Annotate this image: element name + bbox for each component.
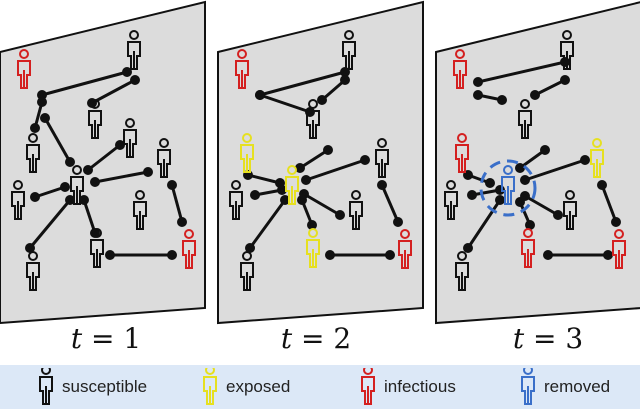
panel-plane xyxy=(435,1,640,325)
time-equals: = xyxy=(532,322,557,355)
network-edges xyxy=(25,67,187,260)
time-label-t3: t = 3 xyxy=(488,322,608,355)
legend-item-susceptible: susceptible xyxy=(38,365,147,409)
legend-label: exposed xyxy=(226,377,291,396)
removed-highlight-ring-icon xyxy=(479,159,537,217)
time-value: 1 xyxy=(123,322,142,355)
time-equals: = xyxy=(90,322,115,355)
legend-item-removed: removed xyxy=(520,365,610,409)
panel-plane xyxy=(217,0,424,325)
person-icon xyxy=(203,368,217,405)
network-edges xyxy=(463,57,621,260)
panel-t3 xyxy=(435,1,640,325)
person-icon xyxy=(39,368,53,405)
time-value: 2 xyxy=(333,322,352,355)
legend-label: infectious xyxy=(384,377,456,396)
person-icon xyxy=(521,368,535,405)
time-variable: t xyxy=(512,322,525,355)
time-variable: t xyxy=(70,322,83,355)
person-icon xyxy=(361,368,375,405)
time-label-t1: t = 1 xyxy=(46,322,166,355)
time-value: 3 xyxy=(565,322,584,355)
sir-network-figure xyxy=(0,0,640,325)
panel-t2 xyxy=(217,0,424,325)
time-label-t2: t = 2 xyxy=(256,322,376,355)
legend-label: susceptible xyxy=(62,377,148,396)
legend-item-infectious: infectious xyxy=(360,365,456,409)
time-variable: t xyxy=(280,322,293,355)
legend-item-exposed: exposed xyxy=(202,365,290,409)
legend: susceptible exposed infectious removed xyxy=(0,365,640,409)
panel-t1 xyxy=(0,0,206,325)
time-equals: = xyxy=(300,322,325,355)
legend-label: removed xyxy=(544,377,611,396)
panel-plane xyxy=(0,0,206,325)
